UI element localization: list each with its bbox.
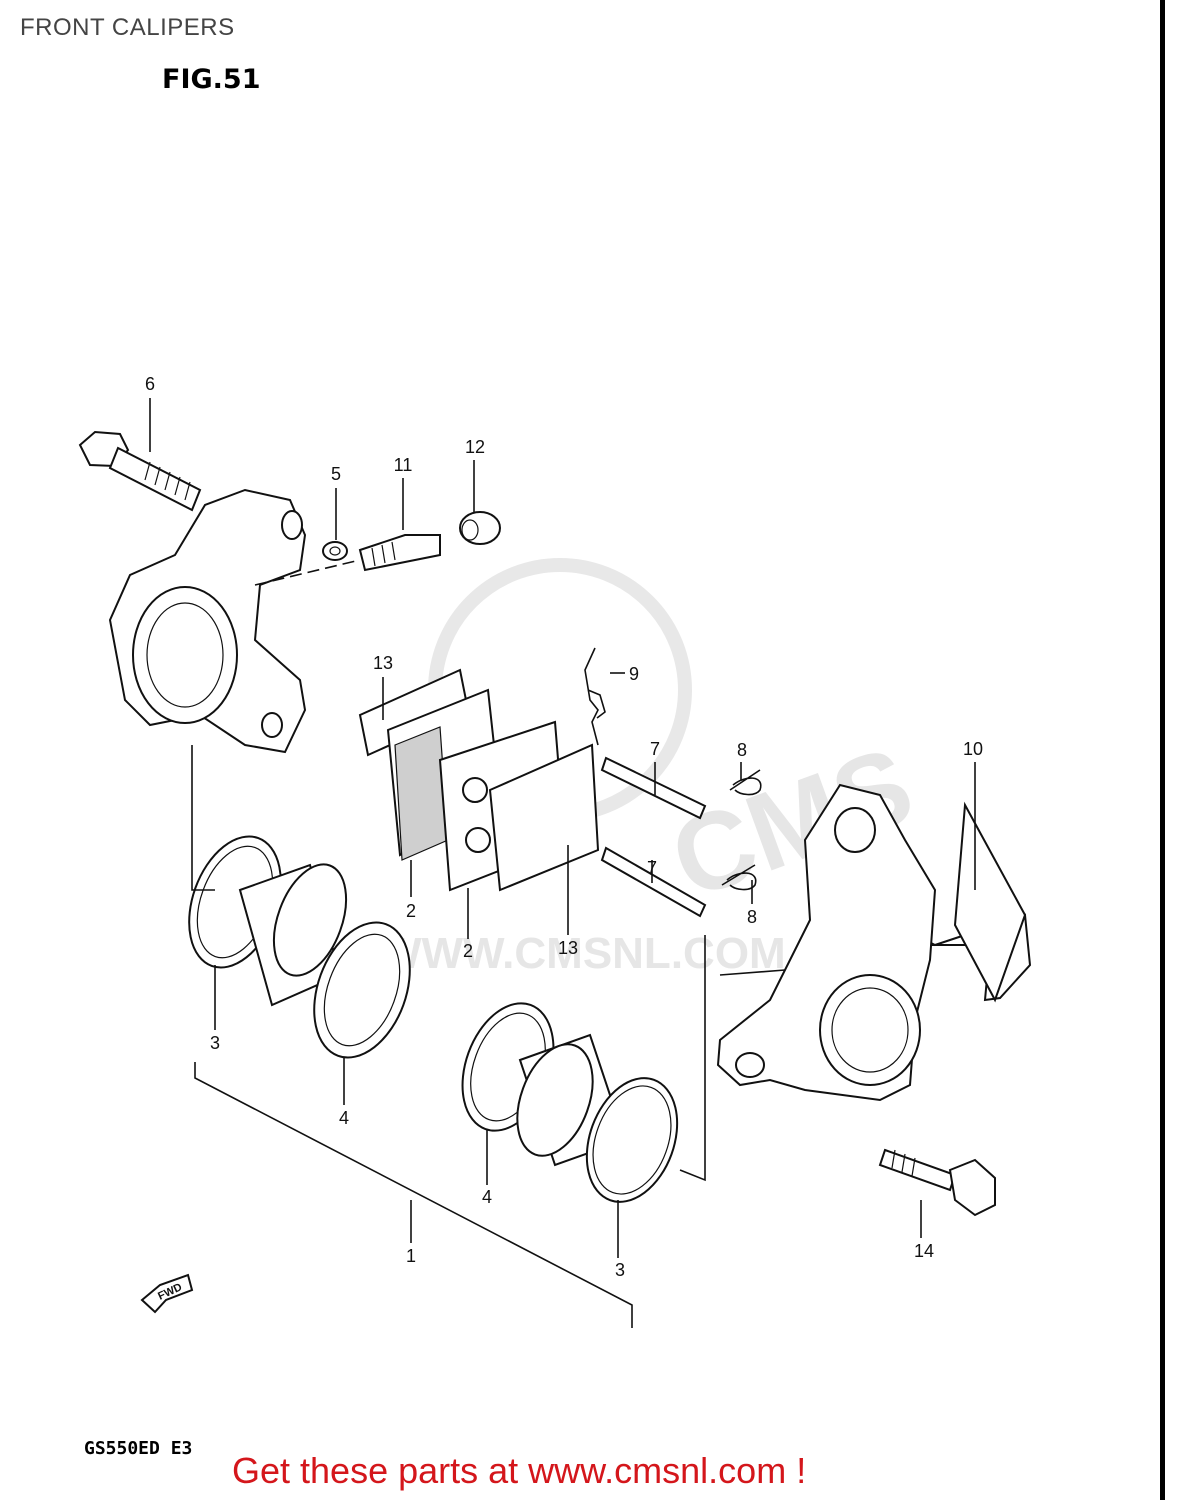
callout-2-left: 2 [406,901,416,921]
pin-clip-part-8-lower [721,864,757,891]
washer-part-5 [322,541,348,561]
right-caliper-body [716,783,937,1102]
pad-pin-part-7-lower [600,846,707,918]
pad-spring-part-9 [584,647,606,746]
callout-10: 10 [963,739,983,759]
callout-14: 14 [914,1241,934,1261]
callout-1: 1 [406,1246,416,1266]
leader-lines [149,398,976,1258]
dust-seal-part-4-left [313,921,411,1059]
pin-clip-part-8-upper [729,769,762,796]
bolt-part-14 [878,1148,996,1217]
callout-2-right: 2 [463,941,473,961]
callout-13-upper: 13 [373,653,393,673]
callout-3-right: 3 [615,1260,625,1280]
bleeder-valve-part-11 [358,534,441,572]
piston-left [238,863,348,1007]
callout-11: 11 [394,455,413,475]
page-title: FRONT CALIPERS [20,14,235,41]
callout-7-lower: 7 [647,858,657,878]
callout-4-right: 4 [482,1187,492,1207]
left-caliper-body [108,488,307,754]
callout-9: 9 [629,664,639,684]
callout-3-left: 3 [210,1033,220,1053]
callout-13-lower: 13 [558,938,578,958]
figure-label: FIG.51 [162,64,261,95]
callout-12: 12 [465,437,485,457]
watermark-url: WWW.CMSNL.COM [380,929,786,978]
model-code: GS550ED E3 [84,1438,193,1459]
callout-4-left: 4 [339,1108,349,1128]
pad-shim-part-13-right [488,743,600,892]
callout-5: 5 [331,464,341,484]
callout-6: 6 [145,374,155,394]
bleeder-cap-part-12 [459,511,501,545]
callout-8-upper: 8 [737,740,747,760]
pad-pin-part-7-upper [600,756,707,820]
forward-direction-marker: FWD [140,1273,194,1314]
callout-8-lower: 8 [747,907,757,927]
callout-7-upper: 7 [650,739,660,759]
piston-seal-part-3-right [585,1077,679,1203]
page-border-rule [1160,0,1165,1500]
assembly-bracket-part-1 [194,1062,633,1328]
call-to-action-text: Get these parts at www.cmsnl.com ! [232,1450,807,1491]
bolt-part-6 [78,430,202,512]
